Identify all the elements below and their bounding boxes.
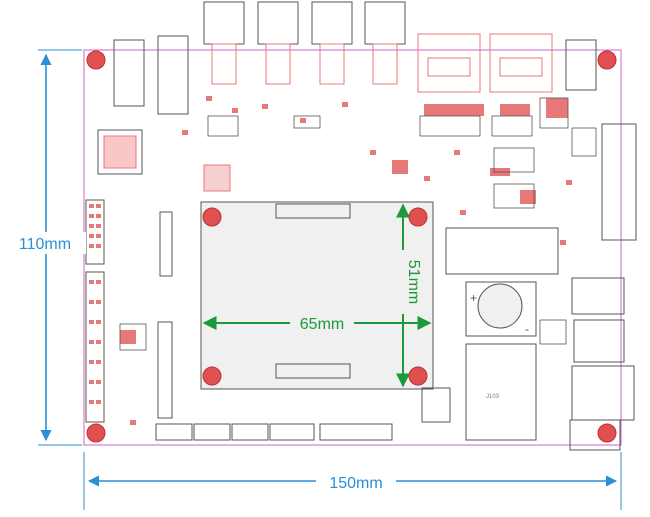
edge-slot xyxy=(445,227,559,275)
sd-card-slot: J103 xyxy=(465,343,537,441)
module-width-label: 65mm xyxy=(300,316,344,333)
vertical-fpc-connectors xyxy=(157,211,173,419)
width-label: 150mm xyxy=(329,475,382,492)
width-dimension: 150mm xyxy=(83,452,622,510)
core-module-top-connector xyxy=(275,203,351,219)
small-components xyxy=(120,96,572,425)
module-width-dimension: 65mm xyxy=(202,313,432,335)
small-outlines xyxy=(119,97,597,351)
module-height-label: 51mm xyxy=(405,260,422,304)
height-label: 110mm xyxy=(19,236,71,253)
battery-holder: + - xyxy=(465,281,537,337)
bga-chip xyxy=(203,164,231,192)
sd-slot-label: J103 xyxy=(486,394,500,400)
right-edge-connectors xyxy=(569,123,637,451)
top-rj45-connectors xyxy=(203,1,406,85)
bottom-connectors xyxy=(155,387,451,441)
height-dimension: 110mm xyxy=(6,49,86,446)
board-mount-holes xyxy=(86,50,617,443)
top-db9-connectors xyxy=(417,33,553,93)
module-height-dimension: 51mm xyxy=(393,203,422,388)
battery-minus-label: - xyxy=(525,322,529,336)
left-header-pins xyxy=(89,204,101,404)
battery-plus-label: + xyxy=(470,291,477,305)
core-module-bottom-connector xyxy=(275,363,351,379)
module-mount-holes xyxy=(202,207,428,386)
top-left-connectors xyxy=(113,35,597,115)
qfp-chip xyxy=(97,129,143,175)
